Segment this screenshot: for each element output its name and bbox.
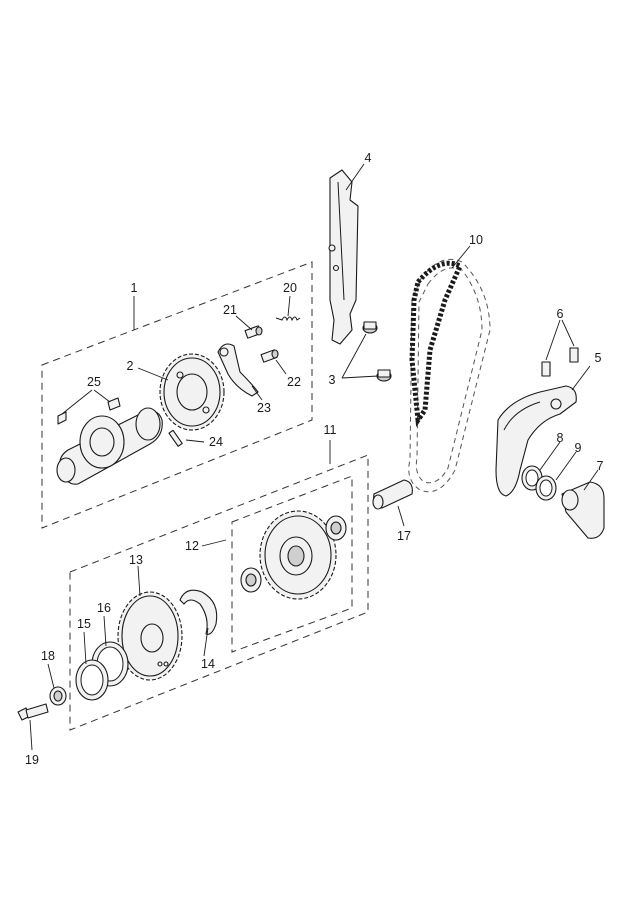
bearing-part-12-left bbox=[240, 567, 262, 593]
callout-23: 23 bbox=[257, 401, 271, 415]
callout-6: 6 bbox=[557, 307, 564, 321]
camshaft-part-1 bbox=[56, 407, 163, 485]
washer-part-9 bbox=[535, 475, 557, 501]
timing-chain-part-10 bbox=[408, 258, 491, 493]
pin-part-22 bbox=[260, 349, 279, 363]
callout-13: 13 bbox=[129, 553, 143, 567]
callout-3: 3 bbox=[329, 373, 336, 387]
idler-gear-part-12 bbox=[259, 510, 337, 600]
callout-9: 9 bbox=[575, 441, 582, 455]
circlip-part-14 bbox=[179, 589, 218, 635]
bolt-part-3-lower bbox=[376, 369, 392, 382]
spring-part-20 bbox=[275, 316, 301, 322]
dowel-part-24 bbox=[168, 429, 183, 447]
callout-4: 4 bbox=[365, 151, 372, 165]
washer-part-15 bbox=[75, 659, 109, 701]
pin-part-21 bbox=[244, 325, 263, 339]
bearing-part-12-right bbox=[325, 515, 347, 541]
callout-18: 18 bbox=[41, 649, 55, 663]
chain-guide-part-4 bbox=[328, 169, 359, 345]
leader-lines bbox=[29, 163, 599, 751]
group-box-12 bbox=[231, 475, 353, 653]
lever-part-23 bbox=[217, 343, 259, 397]
group-box-11 bbox=[69, 454, 369, 731]
cam-sprocket-part-2 bbox=[159, 353, 225, 431]
callout-22: 22 bbox=[287, 375, 301, 389]
callout-17: 17 bbox=[397, 529, 411, 543]
callout-15: 15 bbox=[77, 617, 91, 631]
tensioner-part-5 bbox=[495, 385, 577, 497]
callouts: 1 2 3 4 5 6 7 8 9 10 11 12 13 14 15 16 1… bbox=[25, 151, 603, 767]
bolt-part-3-upper bbox=[362, 321, 378, 334]
idler-shaft-part-17 bbox=[372, 479, 413, 510]
callout-10: 10 bbox=[469, 233, 483, 247]
callout-1: 1 bbox=[131, 281, 138, 295]
bolts-part-6 bbox=[541, 347, 579, 377]
dowels-part-25 bbox=[57, 397, 121, 425]
callout-24: 24 bbox=[209, 435, 223, 449]
callout-2: 2 bbox=[127, 359, 134, 373]
callout-7: 7 bbox=[597, 459, 604, 473]
callout-5: 5 bbox=[595, 351, 602, 365]
callout-8: 8 bbox=[557, 431, 564, 445]
callout-21: 21 bbox=[223, 303, 237, 317]
callout-12: 12 bbox=[185, 539, 199, 553]
group-box-1 bbox=[41, 261, 313, 529]
tensioner-plunger-part-7 bbox=[561, 481, 605, 539]
bolt-part-19 bbox=[17, 703, 49, 721]
callout-14: 14 bbox=[201, 657, 215, 671]
spacer-part-18 bbox=[49, 686, 67, 706]
callout-19: 19 bbox=[25, 753, 39, 767]
callout-11: 11 bbox=[324, 423, 337, 437]
gear-part-13 bbox=[117, 591, 183, 681]
callout-16: 16 bbox=[97, 601, 111, 615]
callout-25: 25 bbox=[87, 375, 101, 389]
callout-20: 20 bbox=[283, 281, 297, 295]
